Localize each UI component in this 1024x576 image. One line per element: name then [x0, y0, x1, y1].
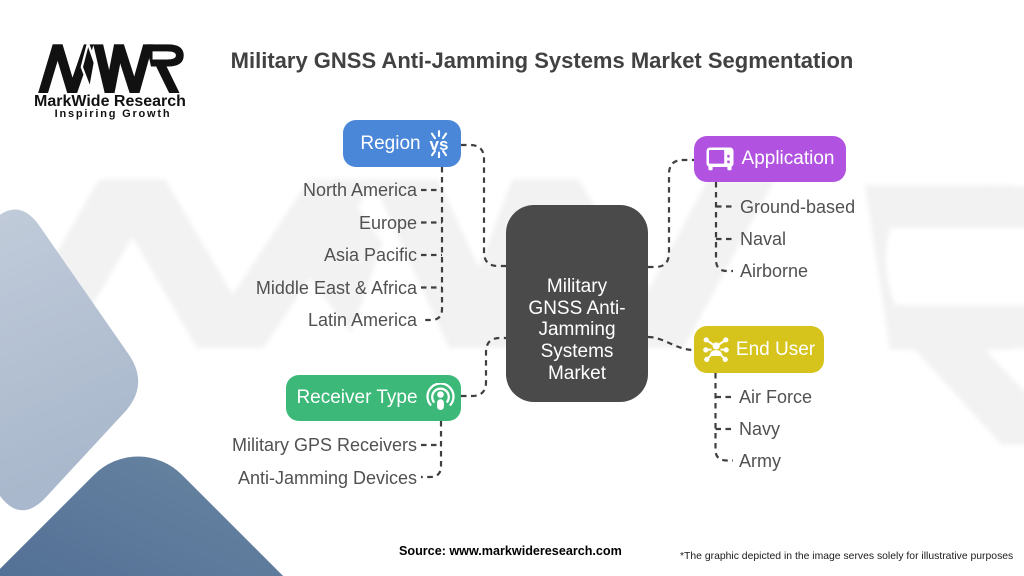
svg-text:vs: vs [429, 135, 448, 154]
